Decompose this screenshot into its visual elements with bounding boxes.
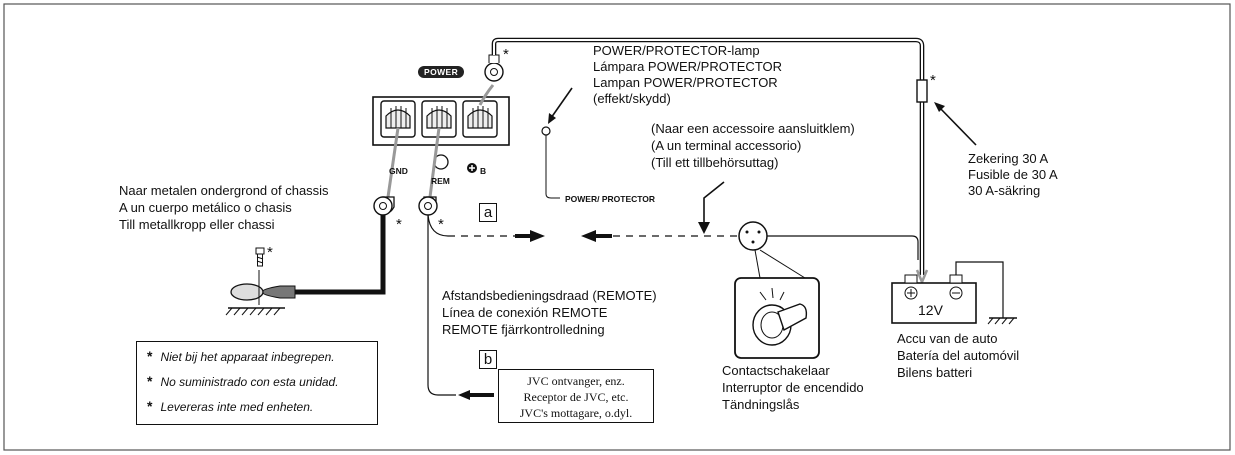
asterisk-gnd: * bbox=[396, 216, 402, 233]
fuse-callout-line: 30 A-säkring bbox=[968, 183, 1041, 198]
lamp-callout-line: (effekt/skydd) bbox=[593, 91, 671, 106]
note-item: * No suministrado con esta unidad. bbox=[147, 373, 339, 389]
ignition-callout-line: Tändningslås bbox=[722, 397, 800, 412]
terminal-b bbox=[462, 100, 498, 138]
chassis-callout-line: A un cuerpo metálico o chasis bbox=[119, 200, 292, 215]
battery-ground-wire bbox=[955, 261, 1004, 318]
remote-callout-line: REMOTE fjärrkontrolledning bbox=[442, 322, 605, 337]
key-icon bbox=[777, 303, 808, 332]
terminal-gnd bbox=[380, 100, 416, 138]
asterisk-screw: * bbox=[267, 244, 273, 261]
power-cable bbox=[493, 39, 923, 275]
rem-label: REM bbox=[431, 176, 450, 186]
marker-a: a bbox=[479, 203, 497, 222]
gnd-wire bbox=[386, 127, 400, 198]
arrow-right-icon bbox=[515, 230, 545, 242]
note-asterisk: * bbox=[147, 348, 153, 364]
rem-ring-terminal bbox=[418, 196, 438, 216]
fuse-callout-line: Fusible de 30 A bbox=[968, 167, 1058, 182]
note-text: No suministrado con esta unidad. bbox=[160, 375, 339, 389]
b-label: B bbox=[480, 166, 487, 176]
lamp-callout-line: POWER/PROTECTOR-lamp bbox=[593, 43, 760, 58]
asterisk-rem: * bbox=[438, 216, 444, 233]
b-wire bbox=[478, 84, 495, 106]
fuse-callout-line: Zekering 30 A bbox=[968, 151, 1049, 166]
ignition-callout-line: Contactschakelaar bbox=[722, 363, 830, 378]
notes-box: * Niet bij het apparaat inbegrepen. * No s… bbox=[136, 341, 378, 425]
accessory-arrow-icon bbox=[698, 222, 710, 234]
receiver-box: JVC ontvanger, enz. Receptor de JVC, etc… bbox=[498, 369, 654, 423]
note-text: Niet bij het apparaat inbegrepen. bbox=[160, 350, 335, 364]
gnd-label: GND bbox=[389, 166, 408, 176]
chassis-callout-line: Naar metalen ondergrond of chassis bbox=[119, 183, 329, 198]
receiver-line: JVC's mottagare, o.dyl. bbox=[519, 406, 633, 420]
rem-wire bbox=[428, 127, 441, 198]
outer-frame bbox=[3, 3, 1231, 451]
note-asterisk: * bbox=[147, 398, 153, 414]
gnd-ring-terminal bbox=[373, 196, 395, 216]
chassis-callout-line: Till metallkropp eller chassi bbox=[119, 217, 275, 232]
remote-callout-line: Línea de conexión REMOTE bbox=[442, 305, 608, 320]
remote-callout-line: Afstandsbedieningsdraad (REMOTE) bbox=[442, 288, 657, 303]
battery-callout-line: Batería del automóvil bbox=[897, 348, 1020, 363]
battery-voltage: 12V bbox=[918, 302, 943, 318]
screw-icon bbox=[255, 247, 265, 267]
lamp-callout-line: Lampan POWER/PROTECTOR bbox=[593, 75, 778, 90]
arrow-left-icon bbox=[581, 230, 612, 242]
battery-icon bbox=[891, 274, 977, 324]
receiver-line: Receptor de JVC, etc. bbox=[523, 390, 629, 404]
ignition-callout-line: Interruptor de encendido bbox=[722, 380, 864, 395]
ground-cable bbox=[295, 215, 386, 295]
note-asterisk: * bbox=[147, 373, 153, 389]
ignition-switch-icon bbox=[738, 221, 768, 251]
power-ring-terminal bbox=[484, 54, 504, 82]
arrow-to-receiver-icon bbox=[458, 390, 494, 400]
power-protector-label: POWER/ PROTECTOR bbox=[565, 194, 656, 204]
fuse-arrow-icon bbox=[934, 102, 945, 112]
accessory-callout-line: (A un terminal accessorio) bbox=[651, 138, 802, 153]
note-text: Levereras inte med enheten. bbox=[160, 400, 314, 414]
accessory-callout-line: (Naar een accessoire aansluitklem) bbox=[651, 121, 855, 136]
battery-callout-line: Accu van de auto bbox=[897, 331, 998, 346]
accessory-callout-line: (Till ett tillbehörsuttag) bbox=[651, 155, 779, 170]
receiver-wire bbox=[427, 215, 456, 396]
fuse-icon bbox=[916, 79, 928, 103]
battery-callout-line: Bilens batteri bbox=[897, 365, 973, 380]
lamp-arrow-icon bbox=[548, 113, 556, 124]
chassis-lug bbox=[230, 283, 264, 301]
note-item: * Niet bij het apparaat inbegrepen. bbox=[147, 348, 335, 364]
lamp-callout-line: Lámpara POWER/PROTECTOR bbox=[593, 59, 783, 74]
asterisk-fuse: * bbox=[930, 72, 936, 89]
asterisk-power: * bbox=[503, 46, 509, 63]
power-badge: POWER bbox=[418, 66, 465, 78]
marker-b: b bbox=[479, 350, 497, 369]
note-item: * Levereras inte med enheten. bbox=[147, 398, 313, 414]
power-protector-lamp-icon bbox=[541, 126, 551, 136]
receiver-line: JVC ontvanger, enz. bbox=[527, 374, 625, 388]
